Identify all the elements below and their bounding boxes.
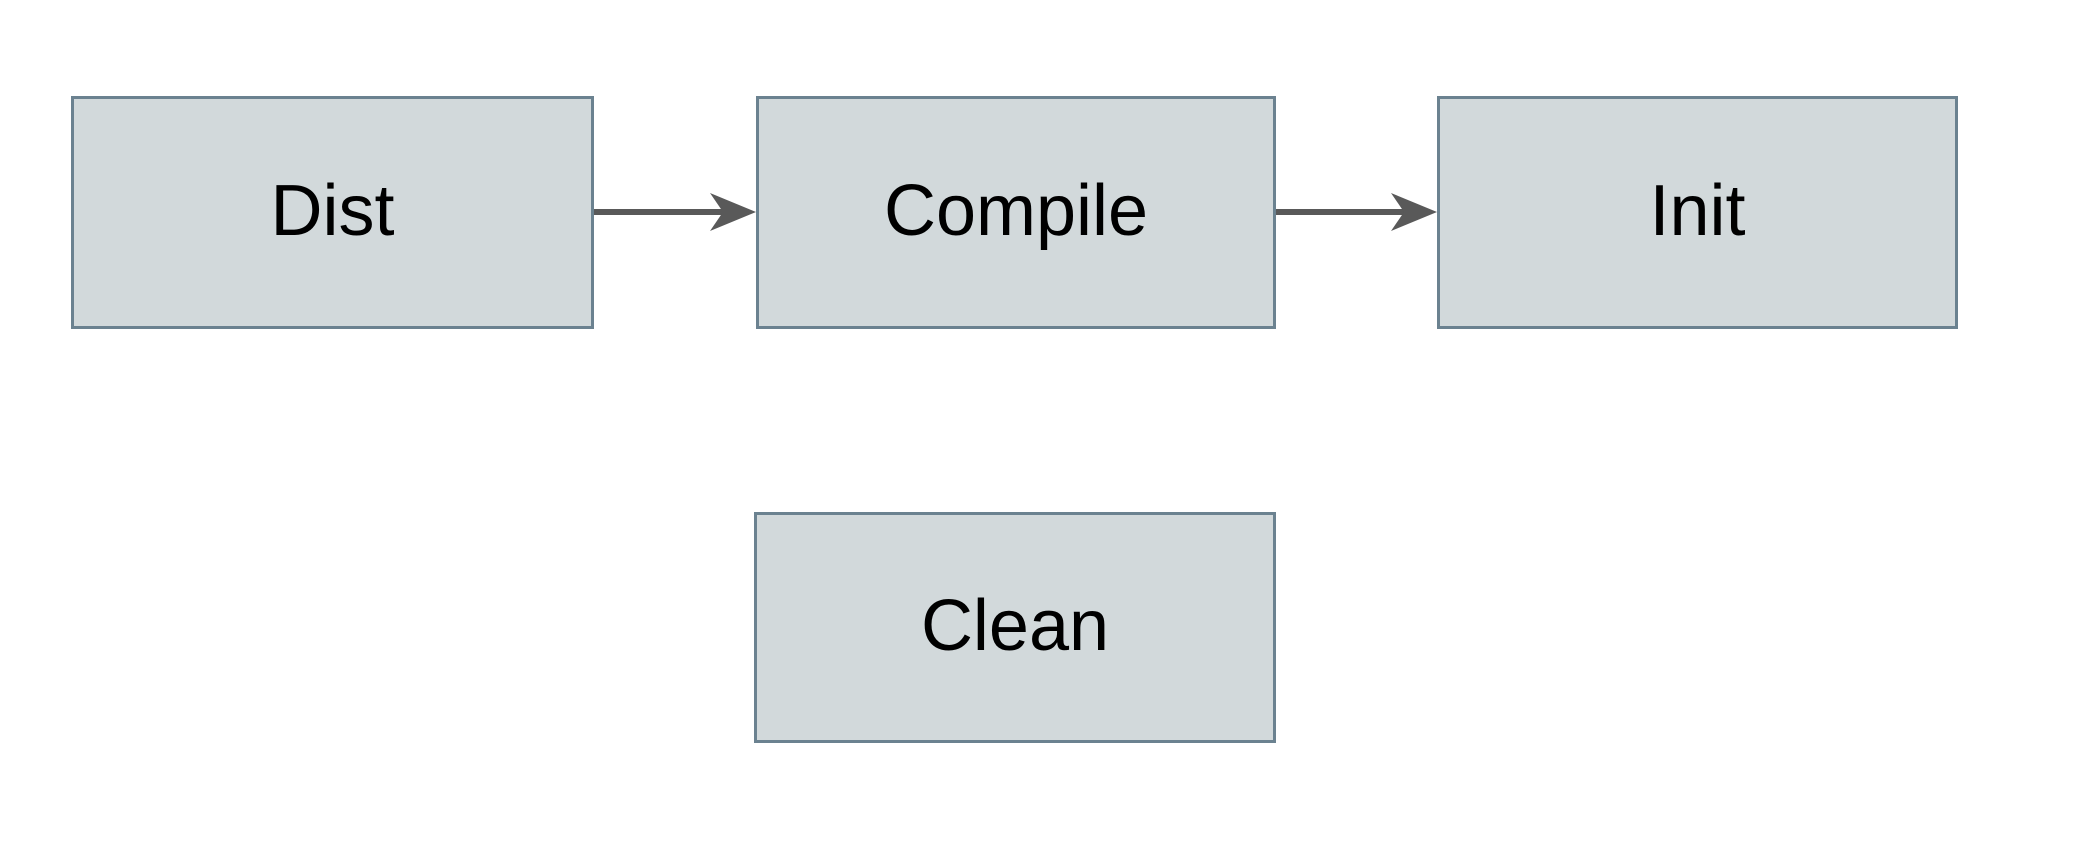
node-dist[interactable]: Dist: [71, 96, 594, 329]
node-init[interactable]: Init: [1437, 96, 1958, 329]
node-clean-label: Clean: [920, 585, 1110, 666]
node-init-label: Init: [1649, 170, 1746, 251]
node-clean[interactable]: Clean: [754, 512, 1276, 743]
arrowhead-icon: [710, 193, 756, 231]
node-compile[interactable]: Compile: [756, 96, 1276, 329]
node-compile-label: Compile: [883, 170, 1149, 251]
node-dist-label: Dist: [270, 170, 395, 251]
arrow-compile-to-init: [1276, 193, 1437, 231]
arrowhead-icon: [1391, 193, 1437, 231]
arrow-dist-to-compile: [594, 193, 756, 231]
